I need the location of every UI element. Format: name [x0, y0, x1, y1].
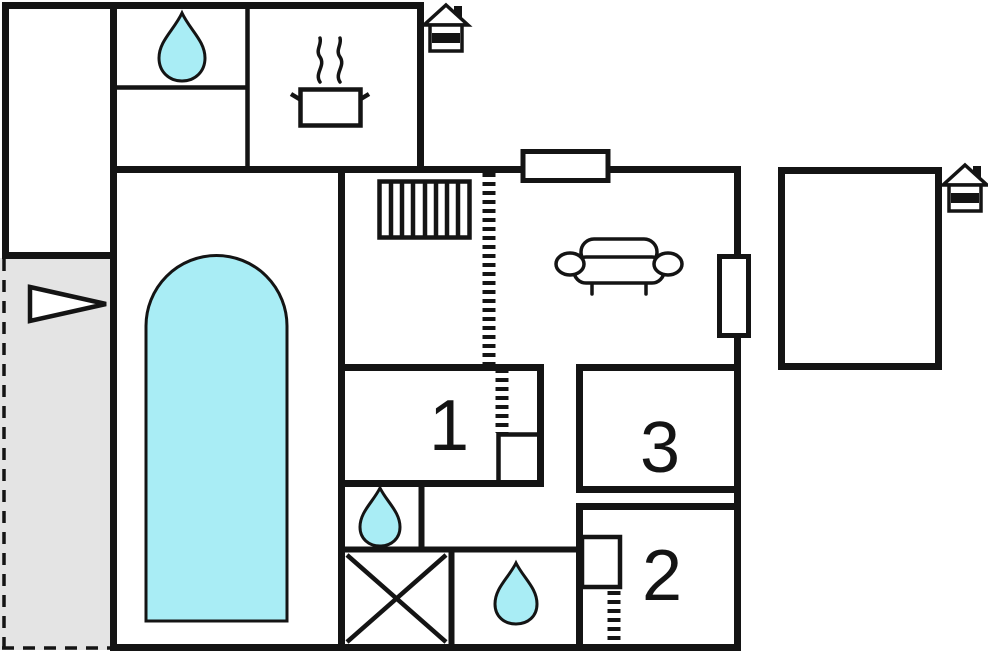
- water-drop-icon: [358, 484, 402, 548]
- house-entrance-icon: [419, 2, 473, 53]
- room-2-label: 2: [642, 536, 682, 616]
- house-entrance-icon: [938, 162, 988, 213]
- stove-pot-icon: [289, 36, 371, 128]
- window-right: [717, 254, 751, 338]
- house-band: [951, 193, 979, 203]
- stairs-icon: [377, 179, 472, 240]
- terrace-arrow-icon: [27, 284, 107, 324]
- house-band: [432, 33, 460, 43]
- sofa-arm-left: [554, 251, 586, 277]
- sofa-icon: [554, 237, 684, 296]
- room-3: [576, 364, 741, 493]
- room-2-door: [579, 534, 623, 590]
- annex-building: [778, 167, 942, 370]
- water-drop-icon: [157, 9, 207, 83]
- room-3-label: 3: [640, 408, 680, 488]
- room-top-left: [2, 2, 117, 259]
- kitchen-block: [110, 2, 424, 173]
- room-1: [338, 364, 544, 487]
- window-top: [520, 149, 611, 183]
- stairs-steps: [388, 181, 461, 238]
- chimney: [973, 166, 981, 179]
- room-1-closet: [496, 432, 543, 486]
- main-building: 1 3 2: [110, 149, 751, 651]
- terrace-area: [0, 258, 111, 650]
- water-drop-icon: [493, 559, 539, 626]
- bathroom-2: [448, 546, 583, 651]
- steam-line-icon: [316, 36, 324, 84]
- room-1-label: 1: [429, 386, 469, 466]
- terrace: [0, 258, 112, 650]
- steam-line-icon: [336, 36, 344, 84]
- cross-line: [345, 553, 448, 644]
- swimming-pool: [144, 254, 289, 623]
- sofa-arm-right: [652, 251, 684, 277]
- chimney: [454, 6, 462, 19]
- sofa-seat: [572, 255, 666, 285]
- pot-body: [298, 87, 363, 128]
